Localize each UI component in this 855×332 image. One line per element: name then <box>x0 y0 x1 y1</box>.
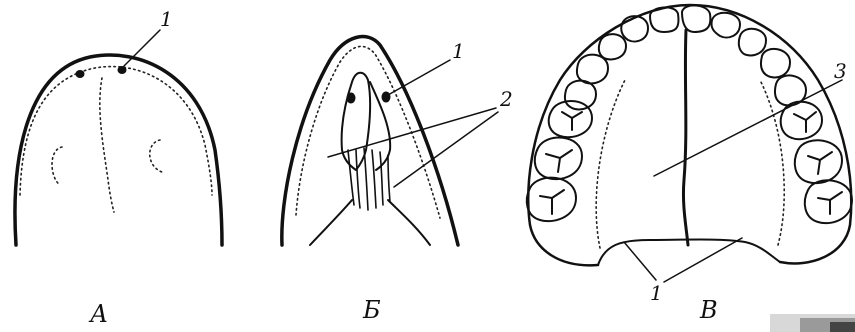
palate-c-raphe <box>683 30 688 245</box>
palate-a-right-fold <box>150 140 162 172</box>
palate-b-left-pit <box>347 93 356 104</box>
palate-b-right-fold <box>388 200 430 245</box>
leader-c-1b <box>664 238 742 282</box>
scan-noise <box>770 314 855 332</box>
caption-b: Б <box>362 296 381 324</box>
label-c-3: 3 <box>834 59 847 83</box>
caption-a: А <box>88 300 108 328</box>
palate-a-left-pit <box>76 70 85 78</box>
leader-c-1a <box>624 242 656 280</box>
label-b-1: 1 <box>452 39 465 63</box>
palate-a-left-fold <box>52 147 62 185</box>
panel-a: 1 А <box>15 7 222 328</box>
palate-b-right-pit <box>382 92 391 103</box>
palate-a-right-pit <box>118 66 127 74</box>
leader-c-3 <box>654 80 842 176</box>
palate-b-left-fold <box>310 200 352 245</box>
palate-c-dotted-left <box>596 80 625 248</box>
palate-b-rugae <box>348 148 390 210</box>
palate-a-outline <box>15 55 222 245</box>
panel-c: 3 1 В <box>527 5 852 324</box>
label-a-1: 1 <box>160 7 173 31</box>
palate-c-dotted-right <box>760 80 784 245</box>
palate-c-teeth <box>527 5 852 223</box>
palate-c-tooth-fissures <box>540 112 842 214</box>
label-b-2: 2 <box>499 87 513 111</box>
caption-c: В <box>699 296 718 324</box>
panel-b: 1 2 Б <box>282 37 513 324</box>
palate-a-midline <box>100 78 114 212</box>
label-c-1: 1 <box>650 281 663 305</box>
